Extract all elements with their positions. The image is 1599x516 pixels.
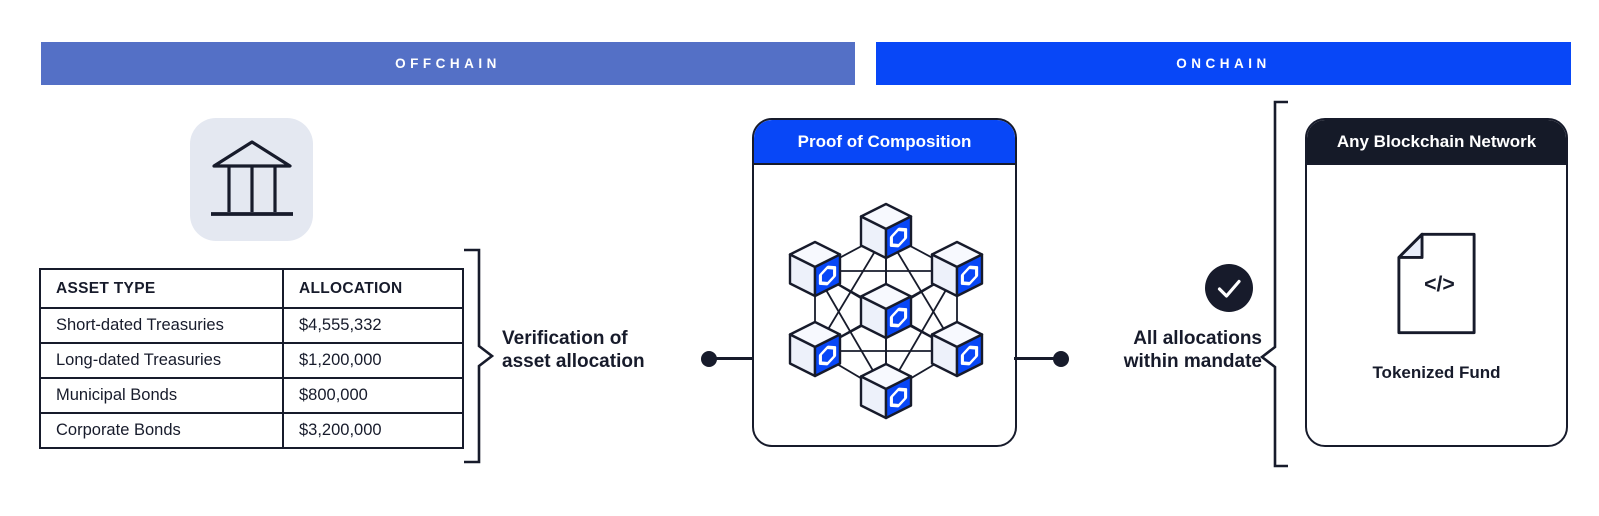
- proof-of-composition-card: Proof of Composition: [752, 118, 1017, 447]
- chain-node-cube: [859, 282, 913, 340]
- table-header-allocation: ALLOCATION: [282, 270, 462, 307]
- onchain-banner: ONCHAIN: [876, 42, 1571, 85]
- checkmark-icon: [1205, 264, 1253, 312]
- any-blockchain-network-card: Any Blockchain Network </> Tokenized Fun…: [1305, 118, 1568, 447]
- connector-dot: [1053, 351, 1069, 367]
- table-cell-allocation: $3,200,000: [282, 412, 462, 447]
- institution-tile: [190, 118, 313, 241]
- table-brace-bracket: [464, 248, 495, 464]
- mandate-label-line1: All allocations: [1133, 328, 1262, 349]
- verification-label-line1: Verification of: [502, 328, 628, 349]
- table-cell-asset-type: Municipal Bonds: [41, 377, 282, 412]
- chain-node-cube: [859, 202, 913, 260]
- chain-node-cube: [788, 320, 842, 378]
- connector-line: [709, 357, 754, 360]
- chain-node-cube: [930, 240, 984, 298]
- proof-card-title: Proof of Composition: [754, 120, 1015, 165]
- network-brace-bracket: [1259, 100, 1288, 468]
- chainlink-cube-network: [788, 202, 984, 420]
- mandate-label: All allocations within mandate: [1124, 327, 1262, 373]
- connector-line: [1014, 357, 1055, 360]
- chain-node-cube: [788, 240, 842, 298]
- chain-node-cube: [930, 320, 984, 378]
- tokenized-fund-caption: Tokenized Fund: [1372, 362, 1501, 382]
- table-cell-allocation: $800,000: [282, 377, 462, 412]
- allocation-table: ASSET TYPE ALLOCATION Short-dated Treasu…: [39, 268, 464, 449]
- verification-label-line2: asset allocation: [502, 351, 645, 372]
- table-header-asset-type: ASSET TYPE: [56, 279, 156, 297]
- code-glyph: </>: [1424, 273, 1455, 296]
- bank-icon: [210, 139, 293, 216]
- chain-node-cube: [859, 362, 913, 420]
- mandate-label-line2: within mandate: [1123, 351, 1262, 372]
- table-cell-asset-type: Corporate Bonds: [41, 412, 282, 447]
- network-card-title: Any Blockchain Network: [1307, 120, 1566, 165]
- code-document-icon: </>: [1397, 232, 1476, 334]
- table-cell-allocation: $1,200,000: [282, 342, 462, 377]
- table-cell-asset-type: Long-dated Treasuries: [41, 342, 282, 377]
- table-cell-asset-type: Short-dated Treasuries: [41, 307, 282, 342]
- verification-label: Verification of asset allocation: [502, 327, 645, 373]
- table-cell-allocation: $4,555,332: [282, 307, 462, 342]
- offchain-banner: OFFCHAIN: [41, 42, 855, 85]
